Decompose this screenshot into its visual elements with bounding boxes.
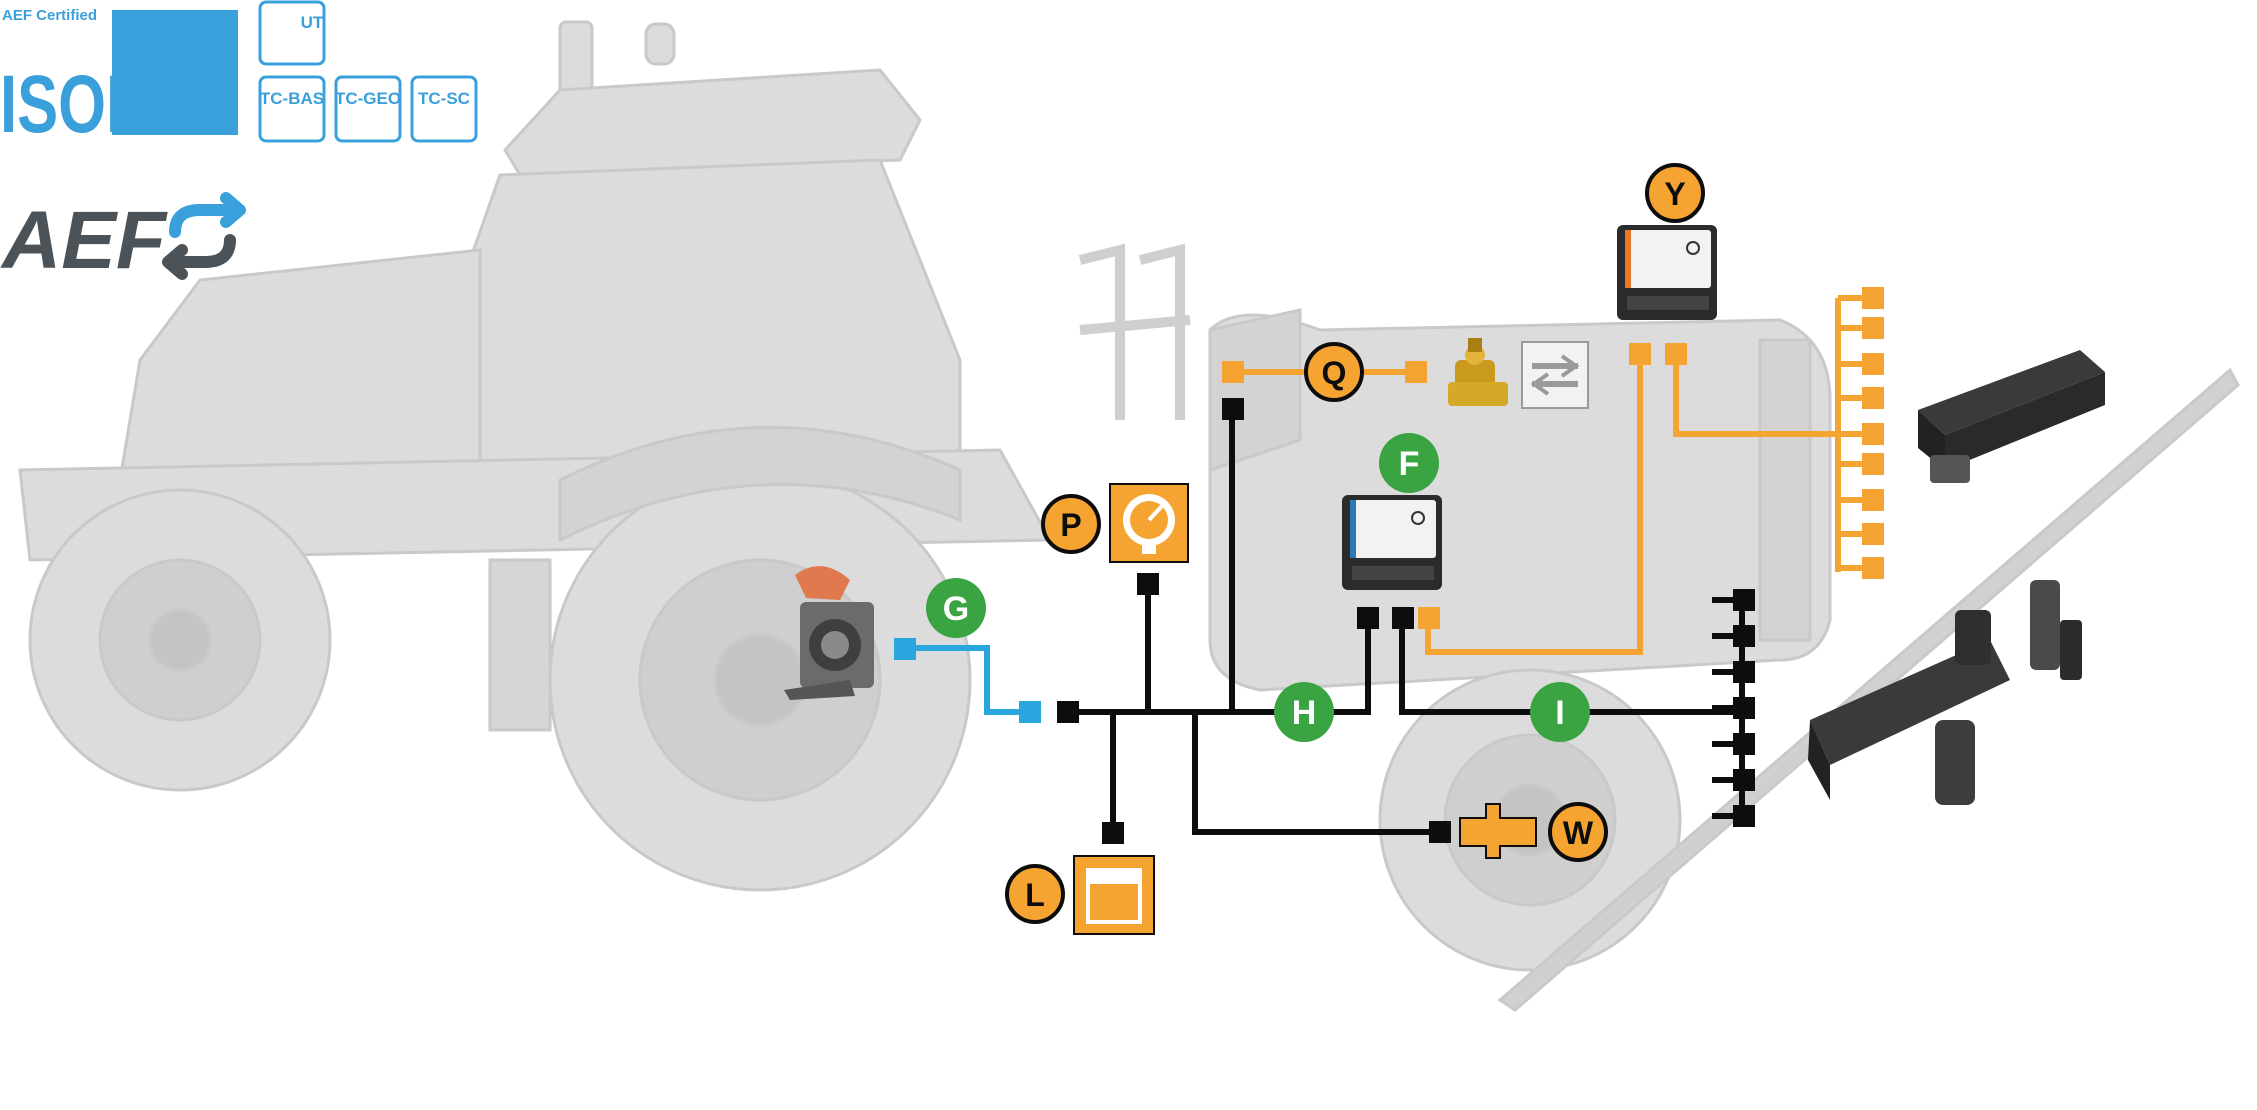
- blue-connector-socket: [894, 638, 916, 660]
- flow-meter-icon: [1459, 803, 1537, 859]
- marker-i-label: I: [1555, 694, 1564, 732]
- main-valve-assembly: [1808, 580, 2082, 805]
- marker-f-label: F: [1399, 445, 1420, 483]
- orange-connector-q-right: [1405, 361, 1427, 383]
- connector-p: [1137, 573, 1159, 595]
- marker-y-label: Y: [1664, 176, 1685, 212]
- marker-y: Y: [1645, 163, 1705, 223]
- functionality-label-tc-geo: TC-GEO: [335, 89, 401, 108]
- marker-w-label: W: [1563, 815, 1594, 851]
- valve-switch-icon: [1521, 341, 1589, 409]
- aef-certified-label: AEF Certified: [2, 7, 97, 24]
- marker-f: F: [1379, 433, 1439, 493]
- marker-g: G: [926, 578, 986, 638]
- connector-f-1: [1357, 607, 1379, 629]
- connector-q: [1222, 398, 1244, 420]
- marker-l-label: L: [1025, 877, 1045, 913]
- aef-arrows-icon: [162, 192, 246, 280]
- functionality-label-ut: UT: [301, 13, 324, 32]
- bus-connector-start: [1057, 701, 1079, 723]
- marker-p-label: P: [1060, 507, 1081, 543]
- isobus-logo-block: [112, 10, 238, 135]
- marker-l: L: [1005, 864, 1065, 924]
- tank-level-icon: [1073, 855, 1155, 935]
- connector-w: [1429, 821, 1451, 843]
- isobus-certification-logo: AEF Certified ISOBUS UT TC-BAS TC-GEO TC…: [0, 0, 478, 150]
- isobus-logo-text: ISOBUS: [0, 59, 236, 150]
- marker-i: I: [1530, 682, 1590, 742]
- section-valve-block: [1918, 350, 2105, 483]
- marker-q-label: Q: [1322, 355, 1347, 391]
- marker-g-label: G: [943, 590, 969, 628]
- valve-connectors-black: [1733, 589, 1755, 827]
- blue-connector-bus: [1019, 701, 1041, 723]
- marker-w: W: [1548, 802, 1608, 862]
- section-valve-connectors-orange: [1862, 287, 1884, 579]
- marker-q: Q: [1304, 342, 1364, 402]
- orange-connector-f: [1418, 607, 1440, 629]
- orange-connector-y-2: [1665, 343, 1687, 365]
- blue-cable: [908, 645, 1030, 715]
- functionality-badge-tc-bas: [258, 75, 326, 143]
- aef-logo: AEF: [0, 192, 246, 286]
- orange-connector-q-left: [1222, 361, 1244, 383]
- functionality-badge-tc-sc: [410, 75, 478, 143]
- marker-h: H: [1274, 682, 1334, 742]
- functionality-badge-ut: [258, 0, 326, 66]
- functionality-label-tc-bas: TC-BAS: [260, 89, 324, 108]
- functionality-badge-tc-geo: [334, 75, 402, 143]
- isobus-socket: [784, 566, 874, 700]
- connector-f-2: [1392, 607, 1414, 629]
- aef-logo-text: AEF: [0, 195, 168, 286]
- connector-l: [1102, 822, 1124, 844]
- marker-h-label: H: [1292, 694, 1317, 732]
- pressure-gauge-icon: [1109, 483, 1189, 563]
- isobox-ecu-f: [1342, 495, 1442, 590]
- marker-p: P: [1041, 494, 1101, 554]
- isobox-ecu-y: [1617, 225, 1717, 320]
- functionality-label-tc-sc: TC-SC: [418, 89, 470, 108]
- isobus-main-bus: [1068, 410, 1745, 835]
- control-valve-icon: [1448, 338, 1508, 406]
- orange-connector-y-1: [1629, 343, 1651, 365]
